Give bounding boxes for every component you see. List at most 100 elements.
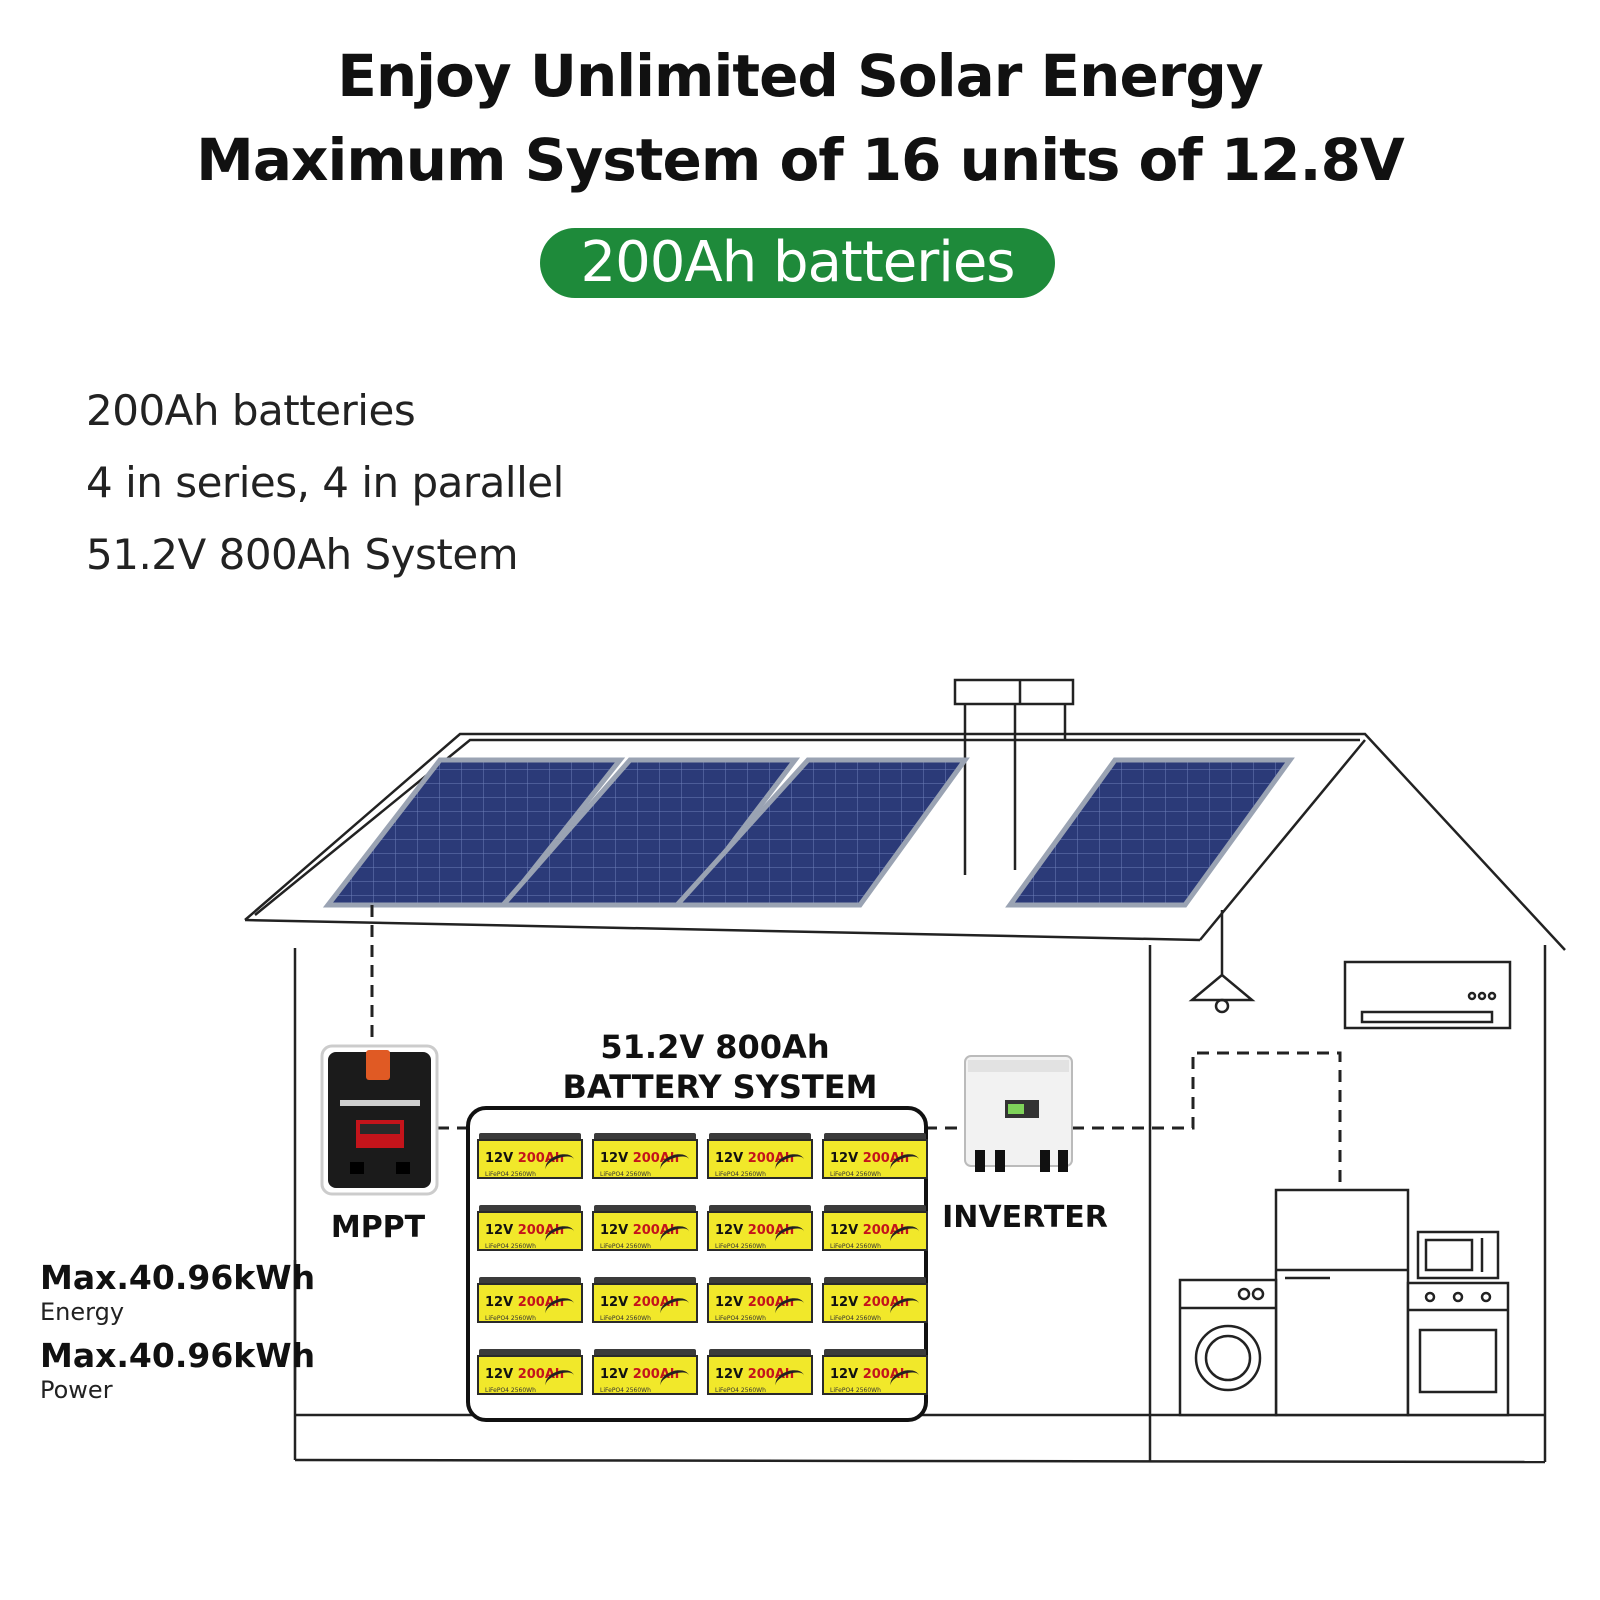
battery-cap — [824, 1133, 926, 1141]
headline-line-1: Enjoy Unlimited Solar Energy — [337, 42, 1264, 110]
inverter-label: INVERTER — [942, 1200, 1108, 1235]
battery-rating: 12V 200Ah — [830, 1151, 910, 1166]
battery-rating: 12V 200Ah — [485, 1151, 565, 1166]
battery-rating: 12V 200Ah — [600, 1295, 680, 1310]
battery-chemistry: LiFePO4 2560Wh — [715, 1243, 766, 1250]
battery-rating: 12V 200Ah — [600, 1223, 680, 1238]
battery-rating: 12V 200Ah — [715, 1367, 795, 1382]
battery-chemistry: LiFePO4 2560Wh — [485, 1243, 536, 1250]
battery-chemistry: LiFePO4 2560Wh — [485, 1171, 536, 1178]
battery-chemistry: LiFePO4 2560Wh — [830, 1315, 881, 1322]
battery-cap — [709, 1349, 811, 1357]
battery-cap — [594, 1205, 696, 1213]
battery-cap — [709, 1277, 811, 1285]
battery-rating: 12V 200Ah — [830, 1367, 910, 1382]
stove-icon — [1406, 1281, 1510, 1417]
battery-chemistry: LiFePO4 2560Wh — [600, 1387, 651, 1394]
system-title-line-2: BATTERY SYSTEM — [562, 1068, 878, 1106]
headline-line-2: Maximum System of 16 units of 12.8V — [196, 126, 1405, 194]
battery-cap — [479, 1349, 581, 1357]
battery-rating: 12V 200Ah — [715, 1151, 795, 1166]
battery-system-frame — [466, 1106, 928, 1422]
battery-chemistry: LiFePO4 2560Wh — [715, 1171, 766, 1178]
spec-line-configuration: 4 in series, 4 in parallel — [86, 458, 564, 507]
battery-rating: 12V 200Ah — [485, 1295, 565, 1310]
battery-cap — [479, 1133, 581, 1141]
power-label: Power — [40, 1376, 113, 1404]
battery-rating: 12V 200Ah — [715, 1223, 795, 1238]
battery-chemistry: LiFePO4 2560Wh — [485, 1387, 536, 1394]
battery-rating: 12V 200Ah — [485, 1223, 565, 1238]
battery-cap — [594, 1349, 696, 1357]
battery-chemistry: LiFePO4 2560Wh — [830, 1387, 881, 1394]
mppt-controller-icon — [320, 1044, 439, 1196]
power-value: Max.40.96kWh — [40, 1336, 316, 1375]
inverter-icon — [964, 1055, 1073, 1172]
battery-chemistry: LiFePO4 2560Wh — [600, 1243, 651, 1250]
spec-line-capacity: 200Ah batteries — [86, 386, 416, 435]
microwave-icon — [1416, 1230, 1500, 1280]
battery-chemistry: LiFePO4 2560Wh — [715, 1315, 766, 1322]
battery-chemistry: LiFePO4 2560Wh — [600, 1171, 651, 1178]
air-conditioner-icon — [1343, 960, 1512, 1030]
capacity-pill: 200Ah batteries — [540, 228, 1055, 298]
ceiling-lamp-icon — [1188, 910, 1256, 1014]
battery-cap — [824, 1277, 926, 1285]
mppt-label: MPPT — [330, 1210, 426, 1245]
battery-cap — [824, 1349, 926, 1357]
system-title-line-1: 51.2V 800Ah — [600, 1028, 830, 1066]
battery-chemistry: LiFePO4 2560Wh — [830, 1243, 881, 1250]
battery-rating: 12V 200Ah — [830, 1223, 910, 1238]
battery-cap — [479, 1205, 581, 1213]
battery-cap — [709, 1205, 811, 1213]
battery-cap — [709, 1133, 811, 1141]
battery-cap — [479, 1277, 581, 1285]
energy-value: Max.40.96kWh — [40, 1258, 316, 1297]
battery-chemistry: LiFePO4 2560Wh — [600, 1315, 651, 1322]
battery-rating: 12V 200Ah — [715, 1295, 795, 1310]
wiring — [370, 905, 1342, 1190]
battery-chemistry: LiFePO4 2560Wh — [830, 1171, 881, 1178]
battery-cap — [824, 1205, 926, 1213]
battery-rating: 12V 200Ah — [600, 1367, 680, 1382]
battery-rating: 12V 200Ah — [830, 1295, 910, 1310]
fridge-icon — [1274, 1188, 1410, 1417]
battery-cap — [594, 1277, 696, 1285]
energy-label: Energy — [40, 1298, 125, 1326]
solar-panel-icon — [322, 757, 1295, 908]
battery-chemistry: LiFePO4 2560Wh — [485, 1315, 536, 1322]
washing-machine-icon — [1178, 1278, 1278, 1417]
battery-rating: 12V 200Ah — [485, 1367, 565, 1382]
battery-rating: 12V 200Ah — [600, 1151, 680, 1166]
battery-cap — [594, 1133, 696, 1141]
